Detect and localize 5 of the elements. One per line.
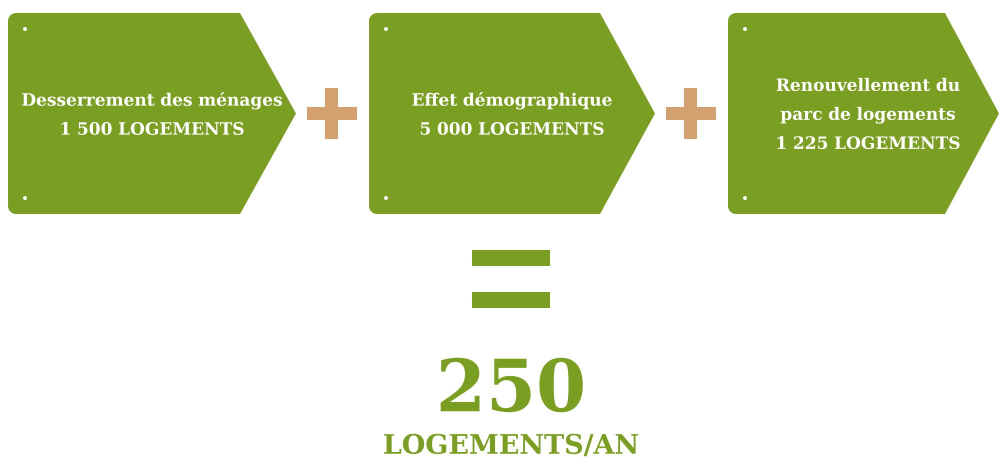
arrow-box: Desserrement des ménages 1 500 LOGEMENTS [8, 13, 296, 214]
arrow-box: Effet démographique 5 000 LOGEMENTS [369, 13, 655, 214]
arrow-box: Renouvellement du parc de logements 1 225 LOGEMENTS [728, 13, 999, 214]
total-number: 250 [440, 358, 583, 412]
unit-label: LOGEMENTS/AN [384, 434, 638, 456]
